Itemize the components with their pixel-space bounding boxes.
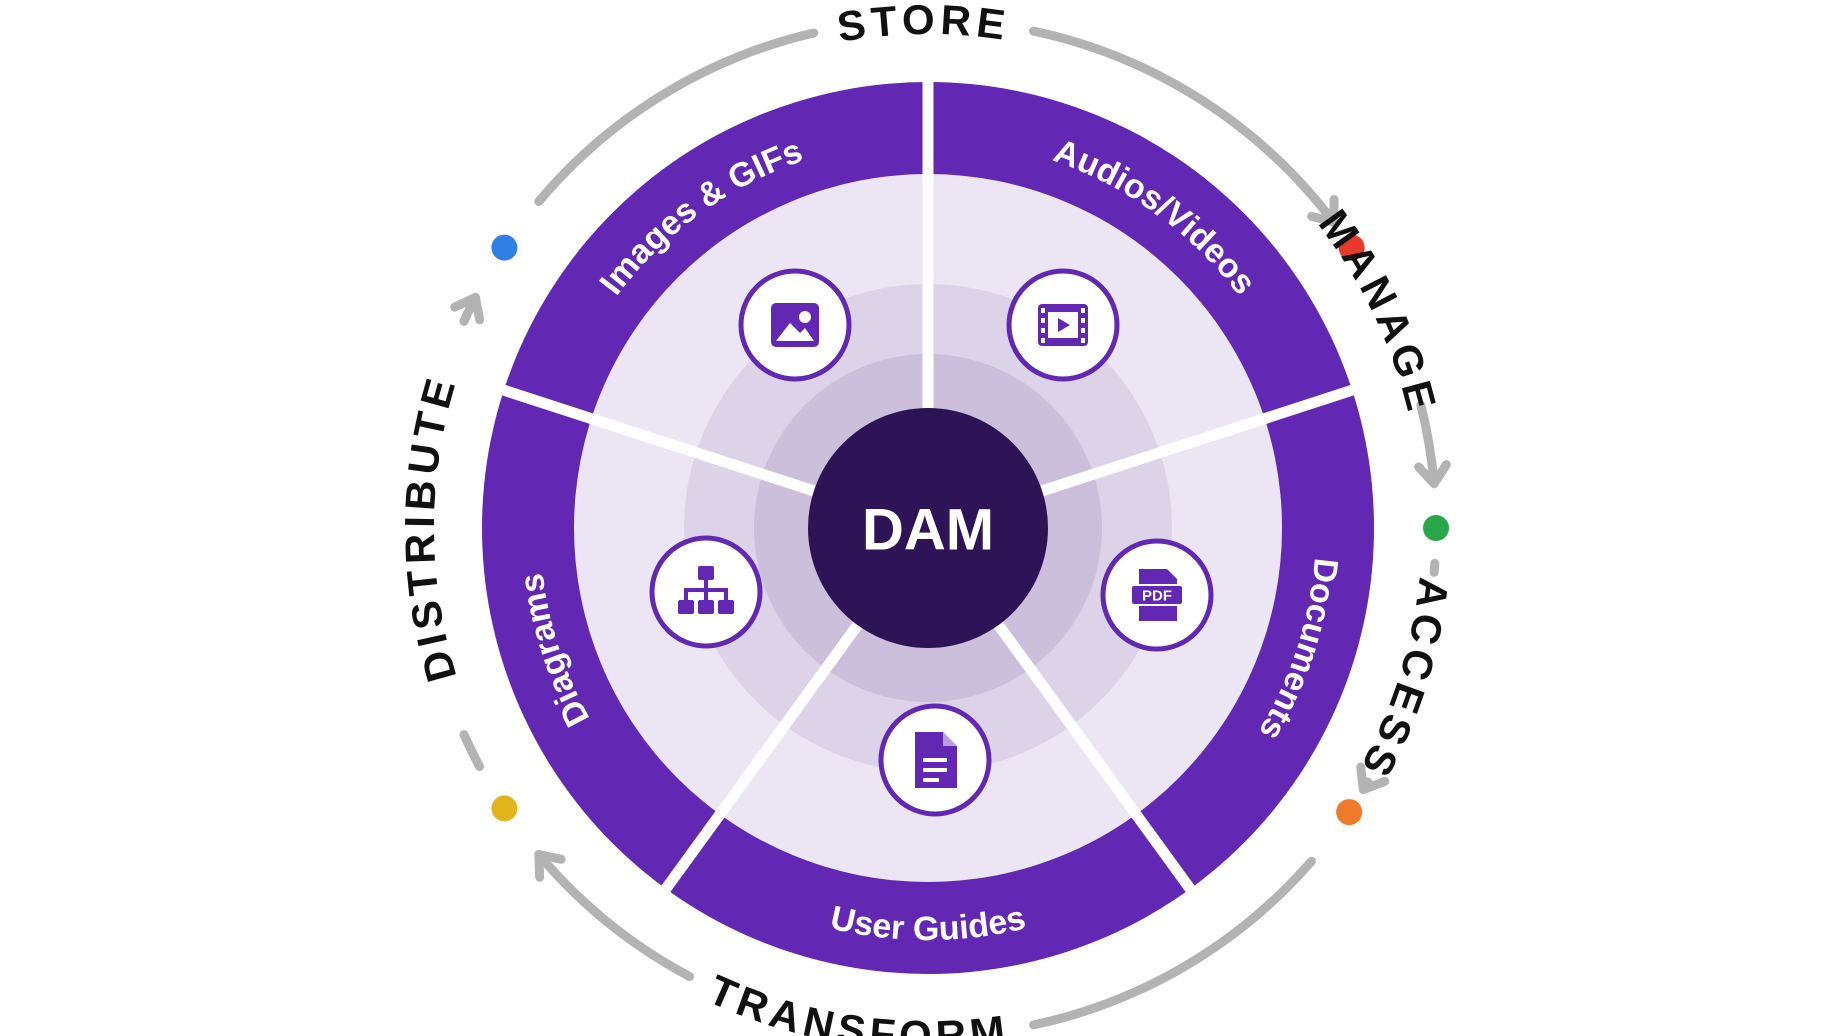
segment-icons: PDF — [649, 268, 1214, 817]
arrowhead-icon — [1414, 460, 1451, 489]
arrowhead-icon — [1307, 195, 1339, 227]
segment-divider — [1038, 383, 1360, 497]
cycle-arrow-segment — [534, 850, 694, 981]
image-icon — [738, 268, 852, 382]
video-icon — [1006, 268, 1120, 382]
cycle-dots — [491, 234, 1449, 826]
cycle-arrow-segment — [1029, 856, 1316, 1030]
cycle-dot — [491, 795, 518, 822]
cycle-dot — [1423, 515, 1449, 541]
hierarchy-icon — [649, 535, 763, 649]
cycle-arrow-segment — [459, 730, 484, 771]
file-icon — [878, 703, 992, 817]
cycle-dot — [1338, 234, 1365, 261]
arrowhead-icon — [1356, 762, 1390, 795]
cycle-label-transform: TRANSFORM — [702, 966, 1013, 1036]
cycle-arrow-segment — [534, 28, 819, 206]
cycle-label-distribute: DISTRIBUTE — [396, 369, 466, 687]
cycle-dot — [1336, 799, 1363, 826]
center-disc — [808, 408, 1048, 648]
center-label: DAM — [862, 498, 994, 563]
svg-text:PDF: PDF — [1142, 588, 1172, 605]
cycle-label-store: STORE — [834, 0, 1013, 51]
segment-divider — [992, 620, 1199, 897]
arrowhead-icon — [450, 292, 485, 325]
cycle-arrows — [450, 26, 1451, 1030]
segment-divider — [496, 383, 818, 497]
cycle-arrow-segment — [1029, 26, 1339, 227]
arrowhead-icon — [534, 850, 566, 882]
cycle-dot — [491, 234, 518, 261]
pdf-icon: PDF — [1100, 538, 1214, 652]
cycle-arrow-segment — [1429, 558, 1440, 577]
segment-dividers — [496, 76, 1360, 897]
segment-divider — [657, 620, 864, 897]
